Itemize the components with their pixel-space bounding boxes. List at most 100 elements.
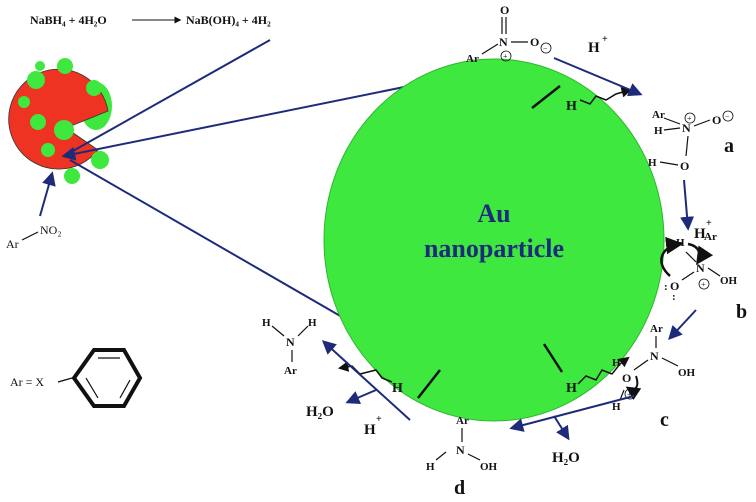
substrate-arrow	[39, 171, 56, 217]
proton-d: H	[364, 422, 376, 438]
c-oh: OH	[678, 367, 696, 379]
hydride-transfer-arrow	[577, 356, 630, 385]
proton-top-charge: +	[602, 34, 608, 45]
b-n: N	[696, 261, 705, 275]
c-ar: Ar	[650, 323, 663, 335]
nitro-ar-bond	[481, 43, 499, 55]
arrow-c-to-d	[509, 395, 635, 432]
step-arrow-d-product: H₂O H +	[306, 340, 411, 438]
benzene-double-bond	[85, 377, 99, 399]
surface-bond	[417, 369, 441, 399]
d-n: N	[456, 443, 465, 457]
connector-to-nanoparticle	[69, 159, 369, 333]
label-a: a	[724, 135, 734, 157]
b-oh: OH	[720, 275, 738, 287]
catalyst-dot	[27, 71, 45, 89]
a-n-charge-circle	[684, 112, 696, 124]
b-curved-arrow	[687, 242, 714, 265]
c-curved-arrow	[625, 375, 642, 401]
c-bond-oh	[661, 357, 679, 367]
au-nanoparticle: Au nanoparticle	[323, 58, 665, 422]
substrate-ar: Ar	[6, 237, 19, 251]
d-h: H	[426, 461, 435, 473]
nitro-o-right: O	[530, 35, 539, 49]
b-bond-oh	[707, 267, 721, 277]
surface-bond	[531, 85, 561, 109]
nanoparticle-label-au: Au	[477, 199, 510, 228]
catalyst-dot	[54, 120, 74, 140]
arrow-a-to-b	[680, 179, 695, 231]
arrow-b-to-c	[668, 309, 697, 341]
a-bond-o	[693, 119, 711, 127]
d-oh: OH	[480, 461, 498, 473]
catalyst-dot	[57, 58, 73, 74]
b-n-charge: +	[701, 280, 706, 289]
equation-products: NaB(OH)₄ + 4H₂	[186, 13, 271, 27]
catalyst-dot	[30, 114, 46, 130]
b-bond	[685, 251, 697, 263]
ar-equals-x: Ar = X	[10, 375, 44, 389]
nitro-n: N	[499, 35, 508, 49]
catalyst-particle	[8, 58, 112, 184]
product-aniline: H H N Ar	[262, 317, 317, 377]
a-ar: Ar	[652, 109, 665, 121]
nitro-n-charge: +	[503, 52, 508, 61]
b-lone-pair: :	[672, 291, 676, 303]
b-curved-arrow	[660, 236, 684, 277]
catalyst-dot	[41, 143, 55, 157]
surface-hydride-top: H	[531, 85, 633, 114]
equation-reactants: NaBH₄ + 4H₂O	[30, 13, 107, 27]
a-bond-ho	[659, 161, 679, 166]
label-b: b	[736, 301, 747, 323]
arrow-water-d	[345, 389, 377, 405]
benzene-ring	[71, 348, 143, 408]
label-d: d	[454, 477, 465, 499]
nitro-o-top: O	[500, 3, 509, 17]
benzene-double-bond	[119, 379, 131, 399]
d-bond-h	[435, 451, 447, 461]
c-h-top: H	[612, 357, 621, 369]
intermediate-a: Ar H N + O − O H a	[648, 109, 734, 173]
aniline-h2: H	[308, 317, 317, 329]
nitro-o-charge: −	[543, 44, 548, 53]
aryl-bond	[57, 377, 73, 383]
a-bond-h	[663, 127, 681, 131]
nitro-o-charge-circle	[540, 42, 552, 54]
hydride-transfer-arrow	[579, 87, 633, 105]
intermediate-d: Ar N H OH d	[426, 415, 498, 499]
a-bond-ar	[663, 117, 681, 125]
b-h: H	[676, 237, 685, 249]
a-o: O	[712, 113, 721, 127]
proton-d-charge: +	[376, 414, 382, 425]
intermediate-b: H Ar N OH O : : + b	[660, 231, 747, 323]
aniline-ar: Ar	[284, 365, 297, 377]
c-bond-h	[619, 389, 625, 401]
surface-hydride-right: H	[542, 343, 630, 396]
nanoparticle-label-name: nanoparticle	[424, 234, 564, 263]
nitro-ar: Ar	[466, 53, 479, 65]
nitro-n-charge-circle	[500, 50, 512, 62]
catalyst-dot	[86, 80, 102, 96]
a-n: N	[682, 121, 691, 135]
step-arrow-ab: H +	[680, 179, 712, 242]
catalyst-dot	[35, 61, 45, 71]
catalyst-dot	[91, 151, 109, 169]
hydrolysis-equation: NaBH₄ + 4H₂O NaB(OH)₄ + 4H₂	[30, 13, 271, 27]
a-h2: H	[648, 157, 657, 169]
proton-top: H	[588, 40, 600, 56]
a-n-charge: +	[687, 114, 692, 123]
substrate-no2: NO₂	[40, 223, 62, 237]
d-bond-oh	[467, 453, 481, 461]
b-lone-pair: :	[664, 281, 668, 293]
step-arrow-cd: H₂O	[509, 395, 635, 466]
a-o-charge-circle	[722, 110, 734, 122]
aniline-h1: H	[262, 317, 271, 329]
arrow-to-a	[553, 57, 643, 97]
catalyst-dot	[64, 168, 80, 184]
proton-ab: H	[694, 226, 706, 242]
substrate-bond	[21, 231, 39, 241]
intermediate-c: Ar N OH O + H H c	[612, 323, 696, 431]
a-bond-oh	[685, 135, 689, 157]
aniline-n: N	[286, 335, 295, 349]
c-n: N	[650, 349, 659, 363]
